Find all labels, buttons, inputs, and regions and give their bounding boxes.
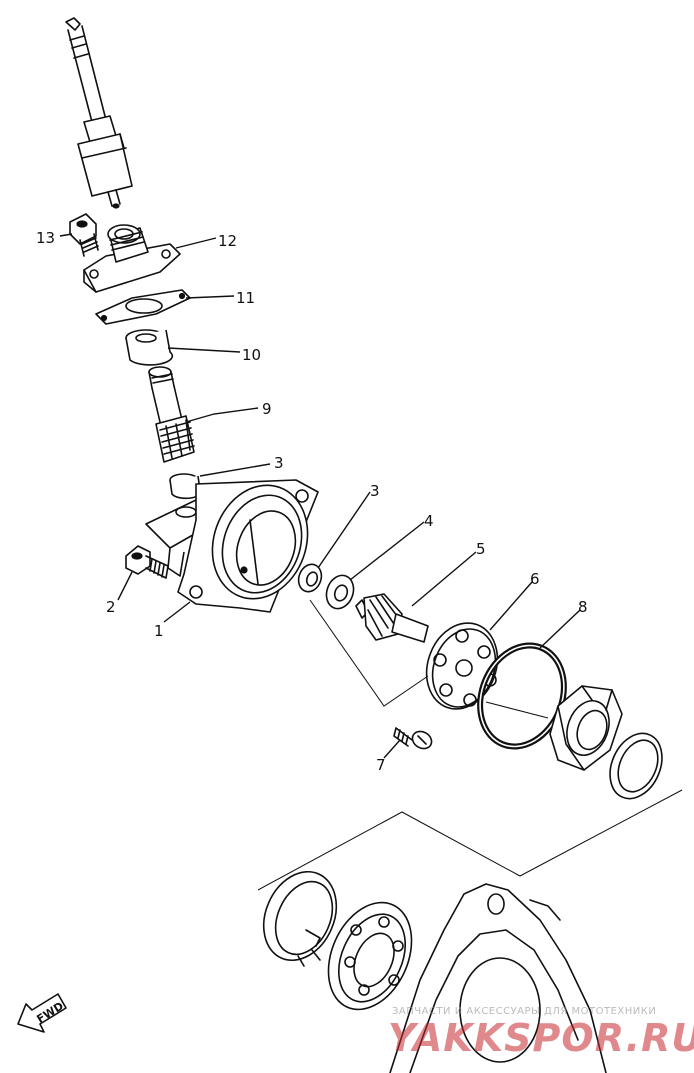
screw-7 (393, 727, 433, 750)
callout-6: 6 (530, 570, 540, 588)
callout-5: 5 (476, 540, 486, 558)
bolt-2 (125, 545, 169, 579)
watermark-brand: YAKKSPOR.RU (388, 1016, 694, 1060)
fwd-arrow: FWD (17, 993, 67, 1033)
callout-11: 11 (236, 289, 255, 307)
bushing-housing-12 (83, 224, 181, 293)
drive-gear-5 (355, 593, 429, 643)
callout-4: 4 (424, 512, 434, 530)
callout-3-right: 3 (370, 482, 380, 500)
driven-gear-9 (148, 366, 195, 463)
washer-4 (325, 574, 355, 610)
callout-10: 10 (242, 346, 261, 364)
oil-seal-10 (125, 329, 174, 366)
gear-housing-1 (145, 479, 319, 613)
bolt-13 (69, 213, 99, 257)
callout-1: 1 (154, 622, 164, 640)
assembly-guide-lines (257, 599, 683, 891)
washer-3-right (297, 563, 323, 593)
washer-3-upper (169, 473, 202, 500)
snap-ring-right (609, 732, 663, 800)
callout-leaders (59, 233, 581, 759)
gasket-11 (95, 289, 191, 325)
speedometer-cable (65, 17, 133, 209)
callout-7: 7 (376, 756, 386, 774)
callout-12: 12 (218, 232, 237, 250)
callout-2: 2 (106, 598, 116, 616)
callout-3-upper: 3 (274, 454, 284, 472)
callout-9: 9 (262, 400, 272, 418)
lower-assembly (262, 870, 607, 1073)
watermark-tagline: ЗАПЧАСТИ И АКСЕССУАРЫ ДЛЯ МОТОТЕХНИКИ (392, 1006, 657, 1017)
callout-labels: 13 12 11 10 9 3 3 4 5 6 8 2 1 7 (36, 229, 588, 774)
callout-8: 8 (578, 598, 588, 616)
hex-nut (549, 685, 623, 771)
callout-13: 13 (36, 229, 55, 247)
